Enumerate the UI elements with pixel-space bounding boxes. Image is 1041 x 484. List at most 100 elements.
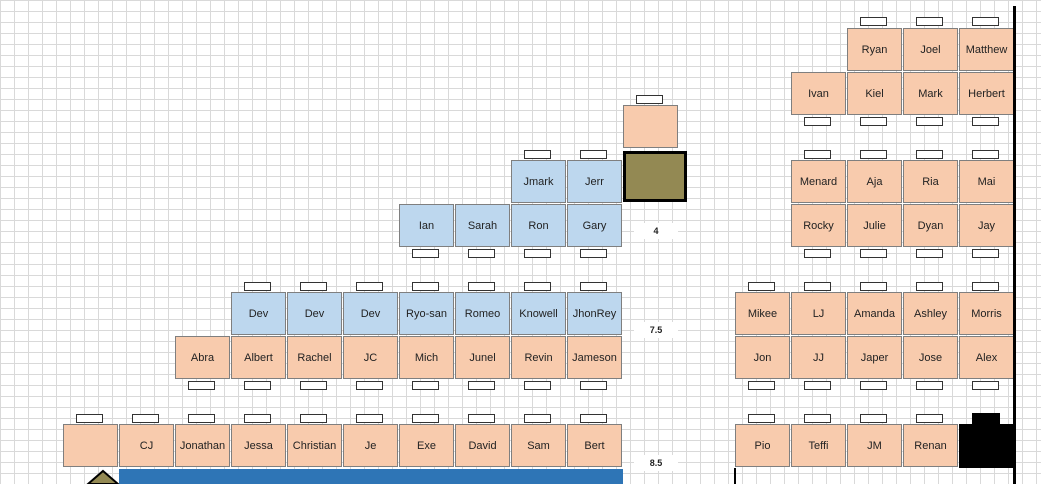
chair (860, 150, 887, 159)
chair (412, 249, 439, 258)
chair (972, 117, 999, 126)
desk: Jessa (231, 424, 286, 467)
row-label: 7.5 (634, 322, 678, 338)
desk: JhonRey (567, 292, 622, 335)
desk: Matthew (959, 28, 1014, 71)
chair (860, 249, 887, 258)
desk: Ryo-san (399, 292, 454, 335)
desk: Albert (231, 336, 286, 379)
chair (748, 414, 775, 423)
chair (804, 414, 831, 423)
desk: Japer (847, 336, 902, 379)
desk: Ryan (847, 28, 902, 71)
desk: JC (343, 336, 398, 379)
desk: Dyan (903, 204, 958, 247)
desk: Mikee (735, 292, 790, 335)
chair (636, 95, 663, 104)
chair (412, 282, 439, 291)
chair (188, 414, 215, 423)
chair (860, 117, 887, 126)
chair (916, 117, 943, 126)
chair (580, 414, 607, 423)
desk: Dev (231, 292, 286, 335)
chair (860, 414, 887, 423)
filled-desk-marker (623, 151, 687, 202)
desk: Ria (903, 160, 958, 203)
desk: LJ (791, 292, 846, 335)
chair (188, 381, 215, 390)
desk: Revin (511, 336, 566, 379)
chair (468, 249, 495, 258)
chair (860, 17, 887, 26)
chair (356, 282, 383, 291)
desk: Christian (287, 424, 342, 467)
desk: Abra (175, 336, 230, 379)
desk: Jonathan (175, 424, 230, 467)
desk: Ivan (791, 72, 846, 115)
desk: Amanda (847, 292, 902, 335)
chair (524, 381, 551, 390)
chair (76, 414, 103, 423)
desk: Teffi (791, 424, 846, 467)
chair (748, 381, 775, 390)
desk: Menard (791, 160, 846, 203)
wall-line (734, 468, 736, 484)
chair (916, 150, 943, 159)
chair (524, 150, 551, 159)
chair (356, 381, 383, 390)
desk: Gary (567, 204, 622, 247)
desk: Dev (343, 292, 398, 335)
chair (468, 282, 495, 291)
chair (300, 282, 327, 291)
desk: Julie (847, 204, 902, 247)
chair (804, 150, 831, 159)
desk: Ian (399, 204, 454, 247)
desk: Exe (399, 424, 454, 467)
desk: Morris (959, 292, 1014, 335)
dark-blue-strip (119, 469, 623, 484)
wall-line (1013, 6, 1016, 484)
chair (860, 282, 887, 291)
desk (63, 424, 118, 467)
desk: Alex (959, 336, 1014, 379)
chair (244, 282, 271, 291)
black-block (959, 424, 1015, 468)
chair (580, 282, 607, 291)
desk: Jmark (511, 160, 566, 203)
chair (412, 414, 439, 423)
desk: Rachel (287, 336, 342, 379)
chair (300, 414, 327, 423)
chair (804, 381, 831, 390)
chair (524, 282, 551, 291)
desk (623, 105, 678, 148)
desk: Renan (903, 424, 958, 467)
desk: Je (343, 424, 398, 467)
desk: Ashley (903, 292, 958, 335)
chair (972, 381, 999, 390)
desk: Jay (959, 204, 1014, 247)
row-label: 8.5 (634, 455, 678, 471)
desk: Joel (903, 28, 958, 71)
desk: JJ (791, 336, 846, 379)
desk: Mai (959, 160, 1014, 203)
desk: Mark (903, 72, 958, 115)
black-block-top (972, 413, 1000, 425)
chair (580, 150, 607, 159)
chair (132, 414, 159, 423)
chair (356, 414, 383, 423)
chair (804, 282, 831, 291)
desk: CJ (119, 424, 174, 467)
desk: Aja (847, 160, 902, 203)
desk: Rocky (791, 204, 846, 247)
chair (916, 17, 943, 26)
triangle-marker (86, 469, 120, 484)
chair (804, 249, 831, 258)
chair (524, 414, 551, 423)
chair (468, 414, 495, 423)
chair (916, 249, 943, 258)
chair (972, 282, 999, 291)
chair (860, 381, 887, 390)
desk: Jon (735, 336, 790, 379)
desk: Pio (735, 424, 790, 467)
chair (804, 117, 831, 126)
